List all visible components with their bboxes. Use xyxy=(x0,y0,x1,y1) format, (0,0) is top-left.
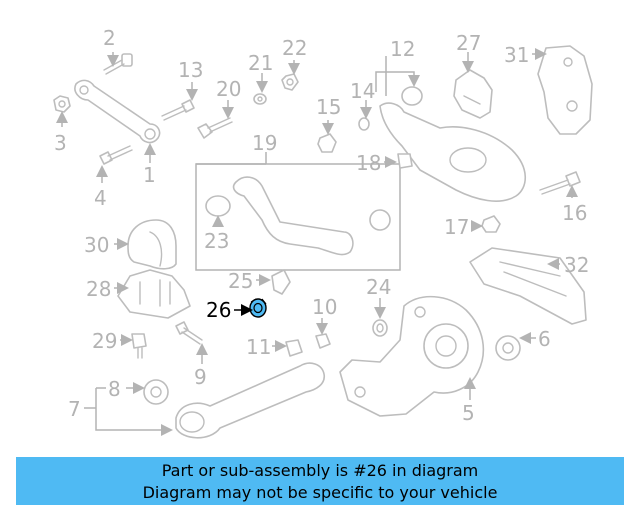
callout-labels: 2 3 1 4 13 20 21 22 19 15 14 12 18 27 31… xyxy=(54,26,589,425)
callout-3[interactable]: 3 xyxy=(54,131,67,155)
bolt-29-drawing xyxy=(131,333,147,359)
bolt-20-drawing xyxy=(197,117,233,139)
nut-15-drawing xyxy=(317,133,337,153)
bushing-8-drawing xyxy=(143,379,169,405)
clip-25-drawing xyxy=(271,269,291,295)
callout-32[interactable]: 32 xyxy=(564,253,589,277)
bolt-2-drawing xyxy=(103,53,133,75)
nut-17-drawing xyxy=(481,215,501,233)
callout-21[interactable]: 21 xyxy=(248,51,273,75)
bracket-31-drawing xyxy=(537,45,593,135)
bolt-16-drawing xyxy=(539,171,581,195)
callout-6[interactable]: 6 xyxy=(538,327,551,351)
callout-2[interactable]: 2 xyxy=(103,26,116,50)
callout-16[interactable]: 16 xyxy=(562,201,587,225)
link-1-drawing xyxy=(74,79,161,144)
callout-28[interactable]: 28 xyxy=(86,277,111,301)
callout-19[interactable]: 19 xyxy=(252,131,277,155)
callout-25[interactable]: 25 xyxy=(228,269,253,293)
bolt-18-drawing xyxy=(397,153,413,169)
bolt-10-drawing xyxy=(315,333,331,349)
callout-9[interactable]: 9 xyxy=(194,365,207,389)
leader-lines xyxy=(56,48,578,430)
callout-26-highlighted[interactable]: 26 xyxy=(206,298,231,322)
bushing-6-drawing xyxy=(495,335,521,361)
bolt-11-drawing xyxy=(285,339,303,357)
banner-line-2: Diagram may not be specific to your vehi… xyxy=(142,483,498,502)
callout-20[interactable]: 20 xyxy=(216,77,241,101)
callout-12[interactable]: 12 xyxy=(390,37,415,61)
callout-23[interactable]: 23 xyxy=(204,229,229,253)
callout-17[interactable]: 17 xyxy=(444,215,469,239)
callout-10[interactable]: 10 xyxy=(312,295,337,319)
cover-30-drawing xyxy=(127,219,177,270)
callout-18[interactable]: 18 xyxy=(356,151,381,175)
callout-13[interactable]: 13 xyxy=(178,58,203,82)
knuckle-5-drawing xyxy=(339,295,485,417)
bolt-13-drawing xyxy=(161,99,195,121)
part-26-drawing[interactable] xyxy=(249,298,267,318)
callout-22[interactable]: 22 xyxy=(282,36,307,60)
bracket-27-drawing xyxy=(453,69,493,119)
nut-22-drawing xyxy=(281,73,299,91)
parts-diagram: 2 3 1 4 13 20 21 22 19 15 14 12 18 27 31… xyxy=(53,26,593,456)
bolt-4-drawing xyxy=(99,145,133,165)
banner-line-1: Part or sub-assembly is #26 in diagram xyxy=(161,461,479,480)
callout-15[interactable]: 15 xyxy=(316,95,341,119)
bolt-9-drawing xyxy=(175,321,203,345)
callout-31[interactable]: 31 xyxy=(504,43,529,67)
callout-1[interactable]: 1 xyxy=(143,163,156,187)
nut-3-drawing xyxy=(53,95,71,113)
callout-5[interactable]: 5 xyxy=(462,401,475,425)
callout-7[interactable]: 7 xyxy=(68,397,81,421)
callout-27[interactable]: 27 xyxy=(456,31,481,55)
washer-24-drawing xyxy=(372,319,388,337)
callout-30[interactable]: 30 xyxy=(84,233,109,257)
callout-11[interactable]: 11 xyxy=(246,335,271,359)
callout-4[interactable]: 4 xyxy=(94,186,107,210)
callout-8[interactable]: 8 xyxy=(108,377,121,401)
callout-29[interactable]: 29 xyxy=(92,329,117,353)
callout-14[interactable]: 14 xyxy=(350,79,375,103)
upper-arm-19-drawing xyxy=(195,163,401,271)
mount-28-drawing xyxy=(117,269,191,319)
washer-14-drawing xyxy=(358,117,370,131)
lower-arm-12-drawing xyxy=(379,86,527,202)
callout-24[interactable]: 24 xyxy=(366,275,391,299)
info-banner: Part or sub-assembly is #26 in diagram D… xyxy=(16,457,624,505)
washer-21-drawing xyxy=(253,93,267,105)
